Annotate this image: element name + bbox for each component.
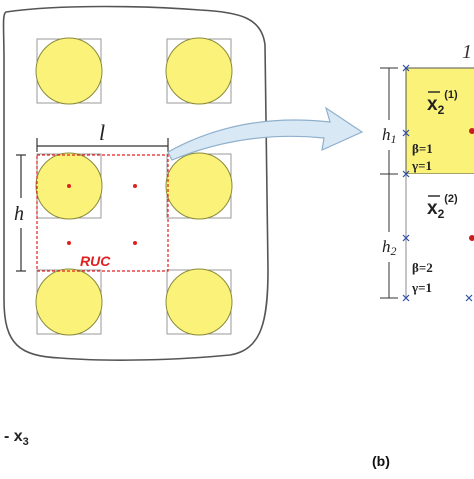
subcell-1-centroid: [469, 128, 474, 134]
ruc-point: [133, 184, 137, 188]
subcell-1-gamma: γ=1: [411, 158, 432, 173]
composite-outline: [2, 5, 269, 361]
h1-text: h: [382, 125, 391, 144]
length-dimension: [36, 138, 169, 152]
x-bar-1-sup: (1): [444, 89, 458, 101]
ruc-point: [133, 241, 137, 245]
height-dimension: [16, 154, 26, 272]
fiber-mid-right: [165, 152, 233, 220]
transfer-arrow: [167, 106, 364, 161]
ruc-boundary: [36, 154, 169, 272]
fiber-bottom-right: [165, 268, 233, 336]
svg-text:x2(2): x2 (2): [427, 193, 458, 221]
panel-b-label: (b): [372, 453, 390, 469]
subcell-2-beta: β=2: [412, 260, 433, 275]
axis-x3-subscript: 3: [23, 436, 29, 448]
h1-subscript: 1: [391, 132, 397, 146]
marker-x-icon: [402, 170, 410, 178]
marker-x-icon: [402, 234, 410, 242]
h2-text: h: [382, 237, 391, 256]
top-cut-glyph: 1: [462, 41, 472, 63]
svg-text:x2(1): x2 (1): [427, 89, 458, 117]
axis-x3-label: - x3: [4, 428, 29, 448]
x-bar-1-text: x: [427, 94, 438, 115]
subcell-2-centroid: [469, 235, 474, 241]
marker-x-icon: [465, 294, 473, 302]
marker-x-icon: [402, 294, 410, 302]
axis-x3-text: - x: [4, 428, 23, 445]
fiber-top-left: [35, 37, 103, 105]
x-bar-1-sub: 2: [438, 103, 445, 117]
x-bar-2-sub: 2: [438, 207, 445, 221]
h1-label: h1: [382, 125, 397, 146]
ruc-point: [67, 241, 71, 245]
marker-x-icon: [402, 129, 410, 137]
h2-label: h2: [382, 237, 397, 258]
x-bar-1-label: x2 (1): [427, 89, 458, 117]
subcell-2: [406, 174, 474, 298]
length-label: l: [99, 120, 105, 145]
marker-x-icon: [402, 64, 410, 72]
ruc-points: [67, 184, 137, 245]
x-bar-2-sup: (2): [444, 193, 458, 205]
blue-markers: [402, 64, 473, 302]
height-label: h: [14, 203, 24, 225]
ruc-point: [67, 184, 71, 188]
panel-b-dimensions: [380, 67, 398, 299]
fiber-top-right: [165, 37, 233, 105]
subcell-1: [405, 67, 474, 175]
subcell-2-gamma: γ=1: [411, 280, 432, 295]
x-bar-2-label: x2 (2): [427, 193, 458, 221]
subcell-1-beta: β=1: [412, 141, 433, 156]
x-bar-2-text: x: [427, 198, 438, 219]
ruc-label: RUC: [80, 253, 111, 269]
h2-subscript: 2: [391, 244, 397, 258]
fiber-bottom-left: [35, 268, 103, 336]
